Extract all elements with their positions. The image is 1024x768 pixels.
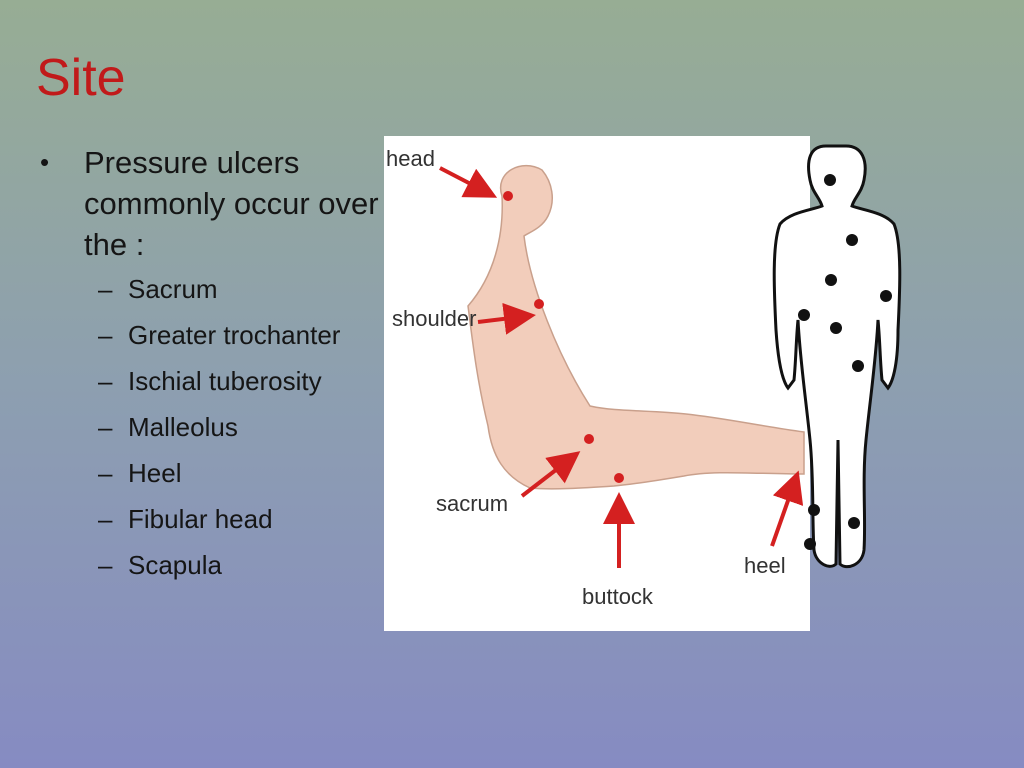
slide-title: Site: [36, 49, 126, 107]
dash-icon: –: [98, 320, 113, 350]
arrow-head: [439, 166, 498, 198]
sub-item-scapula: –Scapula: [98, 549, 380, 581]
arrow-shoulder: [477, 302, 536, 335]
back-dot: [848, 517, 860, 529]
label-buttock: buttock: [582, 584, 654, 609]
side-view-diagram: head shoulder sacrum buttock heel: [386, 146, 805, 609]
label-heel: heel: [744, 553, 786, 578]
sub-item-label: Scapula: [128, 550, 222, 580]
sub-item-heel: –Heel: [98, 457, 380, 489]
back-dot: [830, 322, 842, 334]
sub-list: –Sacrum –Greater trochanter –Ischial tub…: [98, 273, 380, 581]
body-silhouette: [467, 164, 805, 490]
buttock-dot: [614, 473, 624, 483]
dash-icon: –: [98, 366, 113, 396]
label-head: head: [386, 146, 435, 171]
head-dot: [503, 191, 513, 201]
back-body-outline: [772, 144, 902, 569]
sub-item-fibular-head: –Fibular head: [98, 503, 380, 535]
arrow-heel: [770, 470, 804, 547]
dash-icon: –: [98, 550, 113, 580]
dash-icon: –: [98, 458, 113, 488]
sub-item-malleolus: –Malleolus: [98, 411, 380, 443]
sub-item-label: Fibular head: [128, 504, 273, 534]
sub-item-label: Greater trochanter: [128, 320, 341, 350]
dash-icon: –: [98, 504, 113, 534]
sub-item-label: Ischial tuberosity: [128, 366, 322, 396]
side-view-figure: head shoulder sacrum buttock heel: [384, 136, 810, 631]
sub-item-sacrum: –Sacrum: [98, 273, 380, 305]
back-dot: [846, 234, 858, 246]
back-dot: [808, 504, 820, 516]
arrow-sacrum: [520, 451, 581, 498]
back-dot: [824, 174, 836, 186]
sub-item-label: Malleolus: [128, 412, 238, 442]
dash-icon: –: [98, 412, 113, 442]
bullet-list: • Pressure ulcers commonly occur over th…: [40, 142, 380, 595]
back-dot: [798, 309, 810, 321]
sub-item-ischial-tuberosity: –Ischial tuberosity: [98, 365, 380, 397]
label-shoulder: shoulder: [392, 306, 476, 331]
bullet-text: Pressure ulcers commonly occur over the …: [84, 145, 379, 262]
sub-item-label: Sacrum: [128, 274, 218, 304]
sub-item-greater-trochanter: –Greater trochanter: [98, 319, 380, 351]
dash-icon: –: [98, 274, 113, 304]
back-view-figure: [772, 144, 902, 569]
bullet-item: • Pressure ulcers commonly occur over th…: [40, 142, 380, 265]
back-dot: [804, 538, 816, 550]
back-dot: [825, 274, 837, 286]
back-dot: [852, 360, 864, 372]
sub-item-label: Heel: [128, 458, 182, 488]
back-dot: [880, 290, 892, 302]
label-sacrum: sacrum: [436, 491, 508, 516]
sacrum-dot: [584, 434, 594, 444]
shoulder-dot: [534, 299, 544, 309]
bullet-dot-icon: •: [40, 147, 50, 177]
